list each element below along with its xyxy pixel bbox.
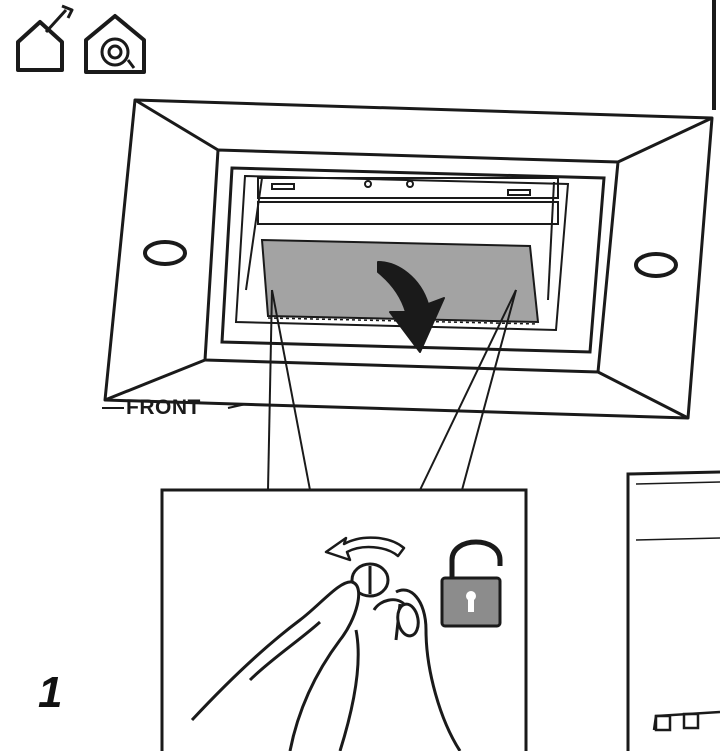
internal-slot xyxy=(245,177,559,301)
inner-frame xyxy=(220,166,606,354)
screw-hole-left xyxy=(143,240,187,266)
house-spiral-icon xyxy=(84,14,146,74)
step-number: 1 xyxy=(38,668,63,717)
unlock-padlock-icon xyxy=(440,539,503,628)
fingers xyxy=(190,580,462,751)
screw-hole-right xyxy=(634,252,678,278)
front-label: FRONT xyxy=(126,396,201,419)
callout-lines xyxy=(267,289,517,491)
second-detail-box xyxy=(626,470,720,751)
down-arrow-icon xyxy=(377,261,445,353)
screw-icon xyxy=(350,562,390,598)
house-tool-icon xyxy=(16,4,74,72)
rotate-counterclockwise-arrow-icon xyxy=(324,536,406,562)
